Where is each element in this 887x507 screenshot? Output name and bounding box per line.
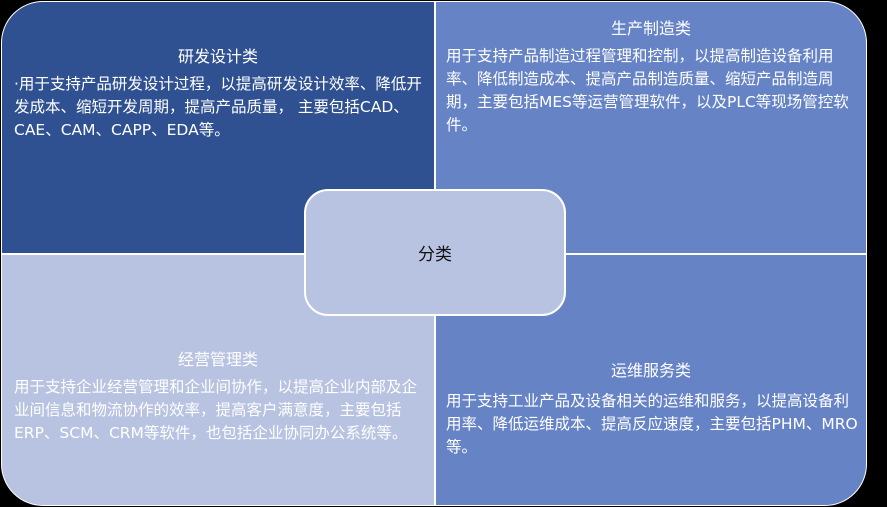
center-label: 分类 bbox=[418, 245, 452, 265]
quadrant-production-manufacturing: 生产制造类 用于支持产品制造过程管理和控制，以提高制造设备利用率、降低制造成本、… bbox=[435, 1, 867, 254]
quadrant-description: 用于支持产品制造过程管理和控制，以提高制造设备利用率、降低制造成本、提高产品制造… bbox=[446, 47, 849, 134]
quadrant-description: 用于支持工业产品及设备相关的运维和服务，以提高设备利用率、降低运维成本、提高反应… bbox=[446, 392, 858, 456]
quadrant-business-management: 经营管理类 用于支持企业经营管理和企业间协作，以提高企业内部及企业间信息和物流协… bbox=[1, 254, 435, 506]
quadrant-title: 运维服务类 bbox=[610, 361, 691, 380]
center-category-node: 分类 bbox=[304, 189, 566, 316]
quadrant-title: 研发设计类 bbox=[177, 47, 258, 66]
quadrant-rd-design: 研发设计类 ·用于支持产品研发设计过程，以提高研发设计效率、降低开发成本、缩短开… bbox=[1, 1, 435, 254]
quadrant-description: 用于支持企业经营管理和企业间协作，以提高企业内部及企业间信息和物流协作的效率，提… bbox=[14, 378, 418, 442]
quadrant-title: 经营管理类 bbox=[177, 350, 258, 369]
quadrant-description: ·用于支持产品研发设计过程，以提高研发设计效率、降低开发成本、缩短开发周期，提高… bbox=[14, 75, 422, 139]
quadrant-title: 生产制造类 bbox=[610, 19, 691, 38]
